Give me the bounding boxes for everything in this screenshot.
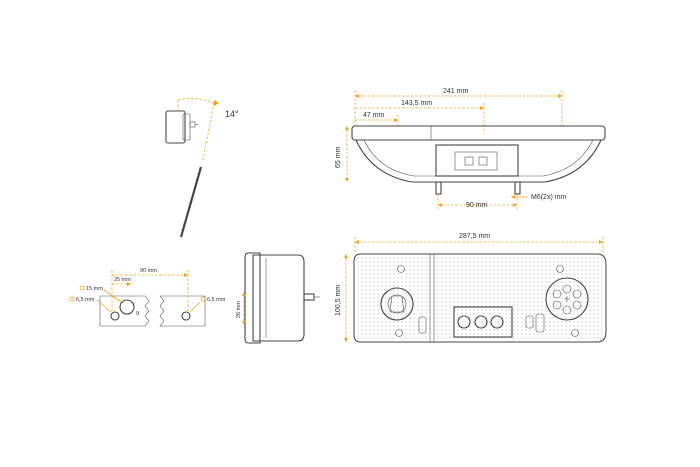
dim-m6-arrow bbox=[511, 195, 515, 199]
depth-view-body bbox=[252, 254, 305, 342]
led-1 bbox=[562, 284, 572, 294]
stud-right bbox=[514, 181, 521, 195]
dim-241-arrow-left bbox=[355, 94, 359, 98]
dim-65-label: 65 mm bbox=[335, 146, 342, 168]
connector-pin-2 bbox=[478, 156, 488, 166]
tilt-angle-line bbox=[202, 102, 215, 161]
dim-90-mount-label: 90 mm bbox=[140, 268, 157, 274]
reflector-left-inner bbox=[387, 294, 407, 314]
hole-large-mark: 9 bbox=[136, 311, 139, 317]
side-view-lamp-body bbox=[165, 110, 186, 144]
dim-287-label: 287,5 mm bbox=[459, 233, 490, 240]
led-2 bbox=[572, 289, 582, 299]
led-cluster bbox=[545, 277, 589, 321]
depth-view-stud bbox=[303, 293, 315, 301]
mounting-plate-right bbox=[159, 295, 206, 327]
screw-bottom-left bbox=[395, 329, 403, 337]
small-window-middle bbox=[525, 315, 534, 329]
screw-bottom-right bbox=[571, 329, 579, 337]
connector-pin-1 bbox=[464, 156, 474, 166]
depth-view: 26 mm bbox=[236, 252, 320, 344]
top-view: 287,5 mm 100,5 mm bbox=[335, 233, 607, 343]
dim-47-label: 47 mm bbox=[363, 112, 385, 119]
dim-65-right-leader bbox=[189, 301, 201, 313]
dim-100-label: 100,5 mm bbox=[335, 285, 342, 316]
lens-outline bbox=[353, 253, 607, 343]
front-view: 241 mm 143,5 mm 47 mm 65 mm bbox=[335, 88, 606, 209]
dim-90-front-label: 90 mm bbox=[466, 202, 488, 209]
socket-1 bbox=[457, 315, 471, 329]
dim-65-arrow-top bbox=[345, 126, 349, 130]
stud-left bbox=[435, 181, 442, 195]
dim-100-arrow-bottom bbox=[344, 338, 348, 342]
side-view-stud bbox=[189, 121, 196, 128]
diameter-symbol-65-right bbox=[200, 296, 206, 302]
hole-large bbox=[119, 299, 135, 315]
dim-26-arrow-top bbox=[242, 292, 246, 296]
tilt-angle-arc bbox=[177, 98, 215, 104]
tilt-angle-label: 14° bbox=[225, 109, 239, 119]
dim-m6-label: M6(2x) mm bbox=[531, 194, 567, 201]
dim-15-label: 15 mm bbox=[86, 286, 103, 292]
mounting-detail: 9 90 mm 25 mm 15 mm 6,5 mm 6,5 mm bbox=[69, 268, 226, 327]
diameter-symbol-65-left bbox=[69, 296, 75, 302]
led-6 bbox=[552, 289, 562, 299]
diameter-symbol-15 bbox=[79, 285, 85, 291]
depth-view-lens bbox=[244, 252, 261, 344]
housing-lower-shell bbox=[355, 139, 602, 183]
dim-65-right-label: 6,5 mm bbox=[207, 297, 226, 303]
dim-90-front-arrow-right bbox=[513, 203, 517, 207]
reflector-left-bulb bbox=[389, 295, 405, 313]
dim-25-label: 25 mm bbox=[114, 277, 131, 283]
led-4 bbox=[562, 305, 572, 315]
dim-65-left-label: 6,5 mm bbox=[76, 297, 95, 303]
dim-15-leader bbox=[103, 289, 122, 303]
tilt-angle-arrow bbox=[214, 100, 219, 106]
side-view-support-bar bbox=[179, 166, 203, 238]
dim-143-label: 143,5 mm bbox=[401, 100, 432, 107]
small-window-left bbox=[418, 316, 427, 334]
reflector-left bbox=[380, 287, 414, 321]
hole-right-small bbox=[181, 311, 191, 321]
small-window-right bbox=[535, 313, 545, 333]
socket-panel bbox=[453, 306, 513, 338]
connector-box bbox=[435, 144, 519, 177]
dim-143-arrow-right bbox=[480, 106, 484, 110]
side-view-lens bbox=[182, 113, 191, 141]
dim-26-arrow-bottom bbox=[242, 321, 246, 325]
socket-3 bbox=[490, 315, 504, 329]
connector-plug bbox=[454, 151, 498, 171]
dim-47-arrow-right bbox=[394, 118, 398, 122]
mounting-plate bbox=[99, 295, 150, 327]
dim-65-arrow-bottom bbox=[345, 178, 349, 182]
dim-90-front-arrow-left bbox=[438, 203, 442, 207]
dim-100-arrow-top bbox=[344, 254, 348, 258]
side-view: 14° bbox=[165, 98, 239, 238]
dim-26-label: 26 mm bbox=[236, 301, 242, 318]
socket-2 bbox=[474, 315, 488, 329]
dim-90-mount-arrow-right bbox=[184, 273, 188, 277]
dim-287-arrow-right bbox=[599, 240, 603, 244]
dim-65-left-leader bbox=[96, 299, 112, 313]
dim-241-arrow-right bbox=[558, 94, 562, 98]
hole-left-small bbox=[110, 311, 120, 321]
dim-25-arrow-right bbox=[127, 282, 131, 286]
housing-top-bar bbox=[351, 125, 606, 141]
screw-top-left bbox=[397, 265, 405, 273]
led-3 bbox=[572, 300, 582, 310]
dim-287-arrow-left bbox=[355, 240, 359, 244]
screw-top-right bbox=[556, 265, 564, 273]
led-5 bbox=[552, 300, 562, 310]
dim-241-label: 241 mm bbox=[443, 88, 468, 95]
